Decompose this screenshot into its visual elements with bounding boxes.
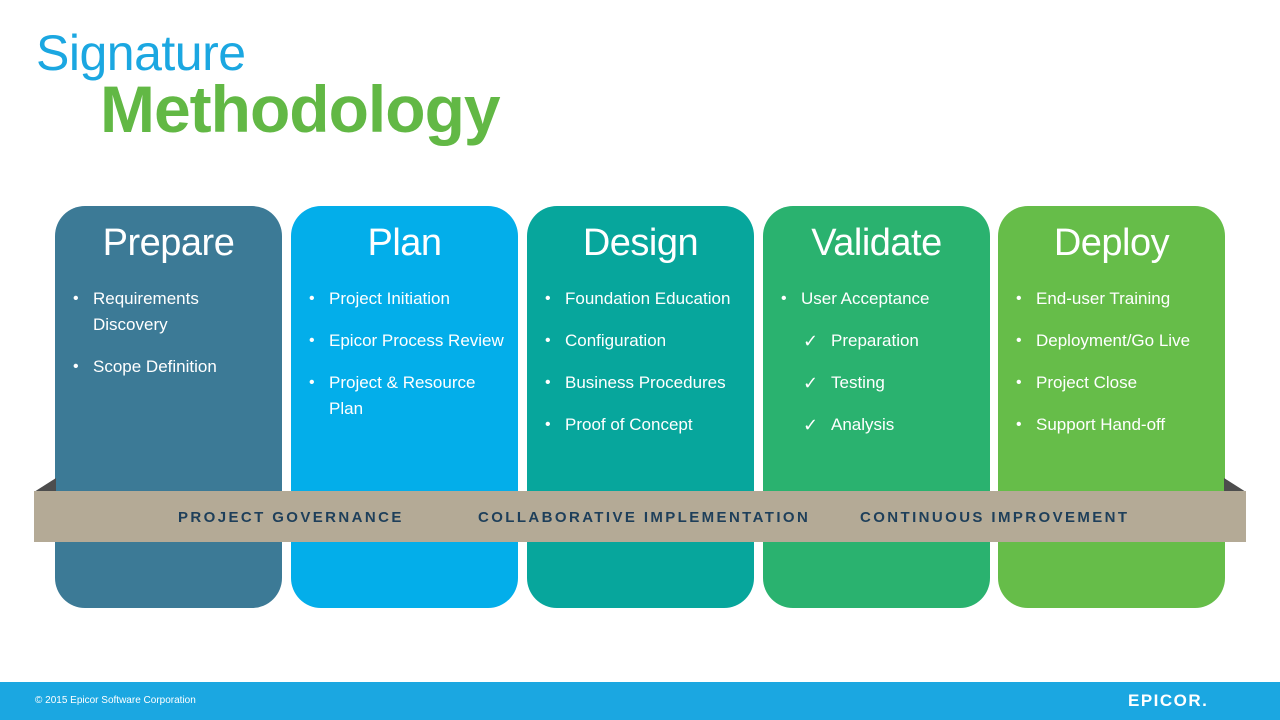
subitem-label: Analysis: [831, 415, 895, 434]
item-label: Deployment/Go Live: [1036, 331, 1191, 350]
governance-band: PROJECT GOVERNANCE COLLABORATIVE IMPLEME…: [34, 491, 1246, 542]
copyright-text: © 2015 Epicor Software Corporation: [35, 695, 196, 706]
bullet-icon: •: [309, 290, 315, 307]
footer-bar: © 2015 Epicor Software Corporation EPICO…: [0, 682, 1280, 720]
bullet-icon: •: [545, 374, 551, 391]
list-item: • Support Hand-off: [1016, 412, 1213, 438]
item-label: Foundation Education: [565, 289, 731, 308]
bullet-icon: •: [1016, 332, 1022, 349]
phase-title: Prepare: [102, 222, 235, 264]
phase-design: Design • Foundation Education • Configurat…: [527, 206, 754, 608]
item-label: Project Close: [1036, 373, 1138, 392]
phase-plan: Plan • Project Initiation • Epicor Process…: [291, 206, 518, 608]
checkmark-icon: ✓: [803, 331, 819, 351]
item-label: Project & Resource Plan: [329, 373, 476, 418]
list-item: • Requirements Discovery: [73, 286, 270, 338]
bullet-icon: •: [1016, 374, 1022, 391]
list-item: • Project Initiation: [309, 286, 506, 312]
band-label-implementation: COLLABORATIVE IMPLEMENTATION: [478, 509, 811, 526]
bullet-icon: •: [1016, 416, 1022, 433]
item-label: End-user Training: [1036, 289, 1171, 308]
item-label: Epicor Process Review: [329, 331, 504, 350]
item-label: Configuration: [565, 331, 667, 350]
list-item: • Business Procedures: [545, 370, 742, 396]
list-item: • Project & Resource Plan: [309, 370, 506, 422]
bullet-icon: •: [309, 374, 315, 391]
list-item: • End-user Training: [1016, 286, 1213, 312]
bullet-icon: •: [1016, 290, 1022, 307]
item-label: Business Procedures: [565, 373, 726, 392]
list-subitem: ✓ Analysis: [781, 412, 978, 438]
phase-item-list: • User Acceptance ✓ Preparation ✓ Testing ✓…: [781, 286, 978, 454]
band-label-governance: PROJECT GOVERNANCE: [178, 509, 404, 526]
phase-title: Validate: [811, 222, 942, 264]
title-methodology: Methodology: [100, 72, 501, 146]
bullet-icon: •: [545, 290, 551, 307]
list-item: • Configuration: [545, 328, 742, 354]
subitem-label: Testing: [831, 373, 885, 392]
list-subitem: ✓ Testing: [781, 370, 978, 396]
bullet-icon: •: [73, 290, 79, 307]
epicor-logo: EPICOR.: [1128, 691, 1209, 710]
bullet-icon: •: [309, 332, 315, 349]
band-fold-right: [1224, 478, 1246, 492]
list-item: • Project Close: [1016, 370, 1213, 396]
item-label: Project Initiation: [329, 289, 450, 308]
list-item: • User Acceptance: [781, 286, 978, 312]
bullet-icon: •: [781, 290, 787, 307]
phase-validate: Validate • User Acceptance ✓ Preparation ✓…: [763, 206, 990, 608]
phase-title: Design: [582, 222, 699, 264]
bullet-icon: •: [73, 358, 79, 375]
phase-prepare: Prepare • Requirements Discovery • Scope D…: [55, 206, 282, 608]
bullet-icon: •: [545, 416, 551, 433]
list-item: • Scope Definition: [73, 354, 270, 380]
phase-item-list: • Requirements Discovery • Scope Definitio…: [73, 286, 270, 396]
title-signature: Signature: [36, 25, 246, 81]
item-label: Requirements Discovery: [93, 289, 199, 334]
list-item: • Foundation Education: [545, 286, 742, 312]
phase-deploy: Deploy • End-user Training • Deployment/Go…: [998, 206, 1225, 608]
bullet-icon: •: [545, 332, 551, 349]
item-label: Scope Definition: [93, 357, 217, 376]
list-item: • Deployment/Go Live: [1016, 328, 1213, 354]
band-label-improvement: CONTINUOUS IMPROVEMENT: [860, 509, 1130, 526]
checkmark-icon: ✓: [803, 373, 819, 393]
phase-title: Deploy: [1053, 222, 1170, 264]
item-label: Support Hand-off: [1036, 415, 1166, 434]
list-item: • Proof of Concept: [545, 412, 742, 438]
checkmark-icon: ✓: [803, 415, 819, 435]
phase-item-list: • Project Initiation • Epicor Process Revi…: [309, 286, 506, 438]
list-item: • Epicor Process Review: [309, 328, 506, 354]
phase-title: Plan: [367, 222, 442, 264]
subitem-label: Preparation: [831, 331, 919, 350]
item-label: Proof of Concept: [565, 415, 693, 434]
phase-item-list: • End-user Training • Deployment/Go Live •…: [1016, 286, 1213, 454]
item-label: User Acceptance: [801, 289, 930, 308]
band-fold-left: [34, 478, 56, 492]
phase-item-list: • Foundation Education • Configuration • Bu…: [545, 286, 742, 454]
list-subitem: ✓ Preparation: [781, 328, 978, 354]
